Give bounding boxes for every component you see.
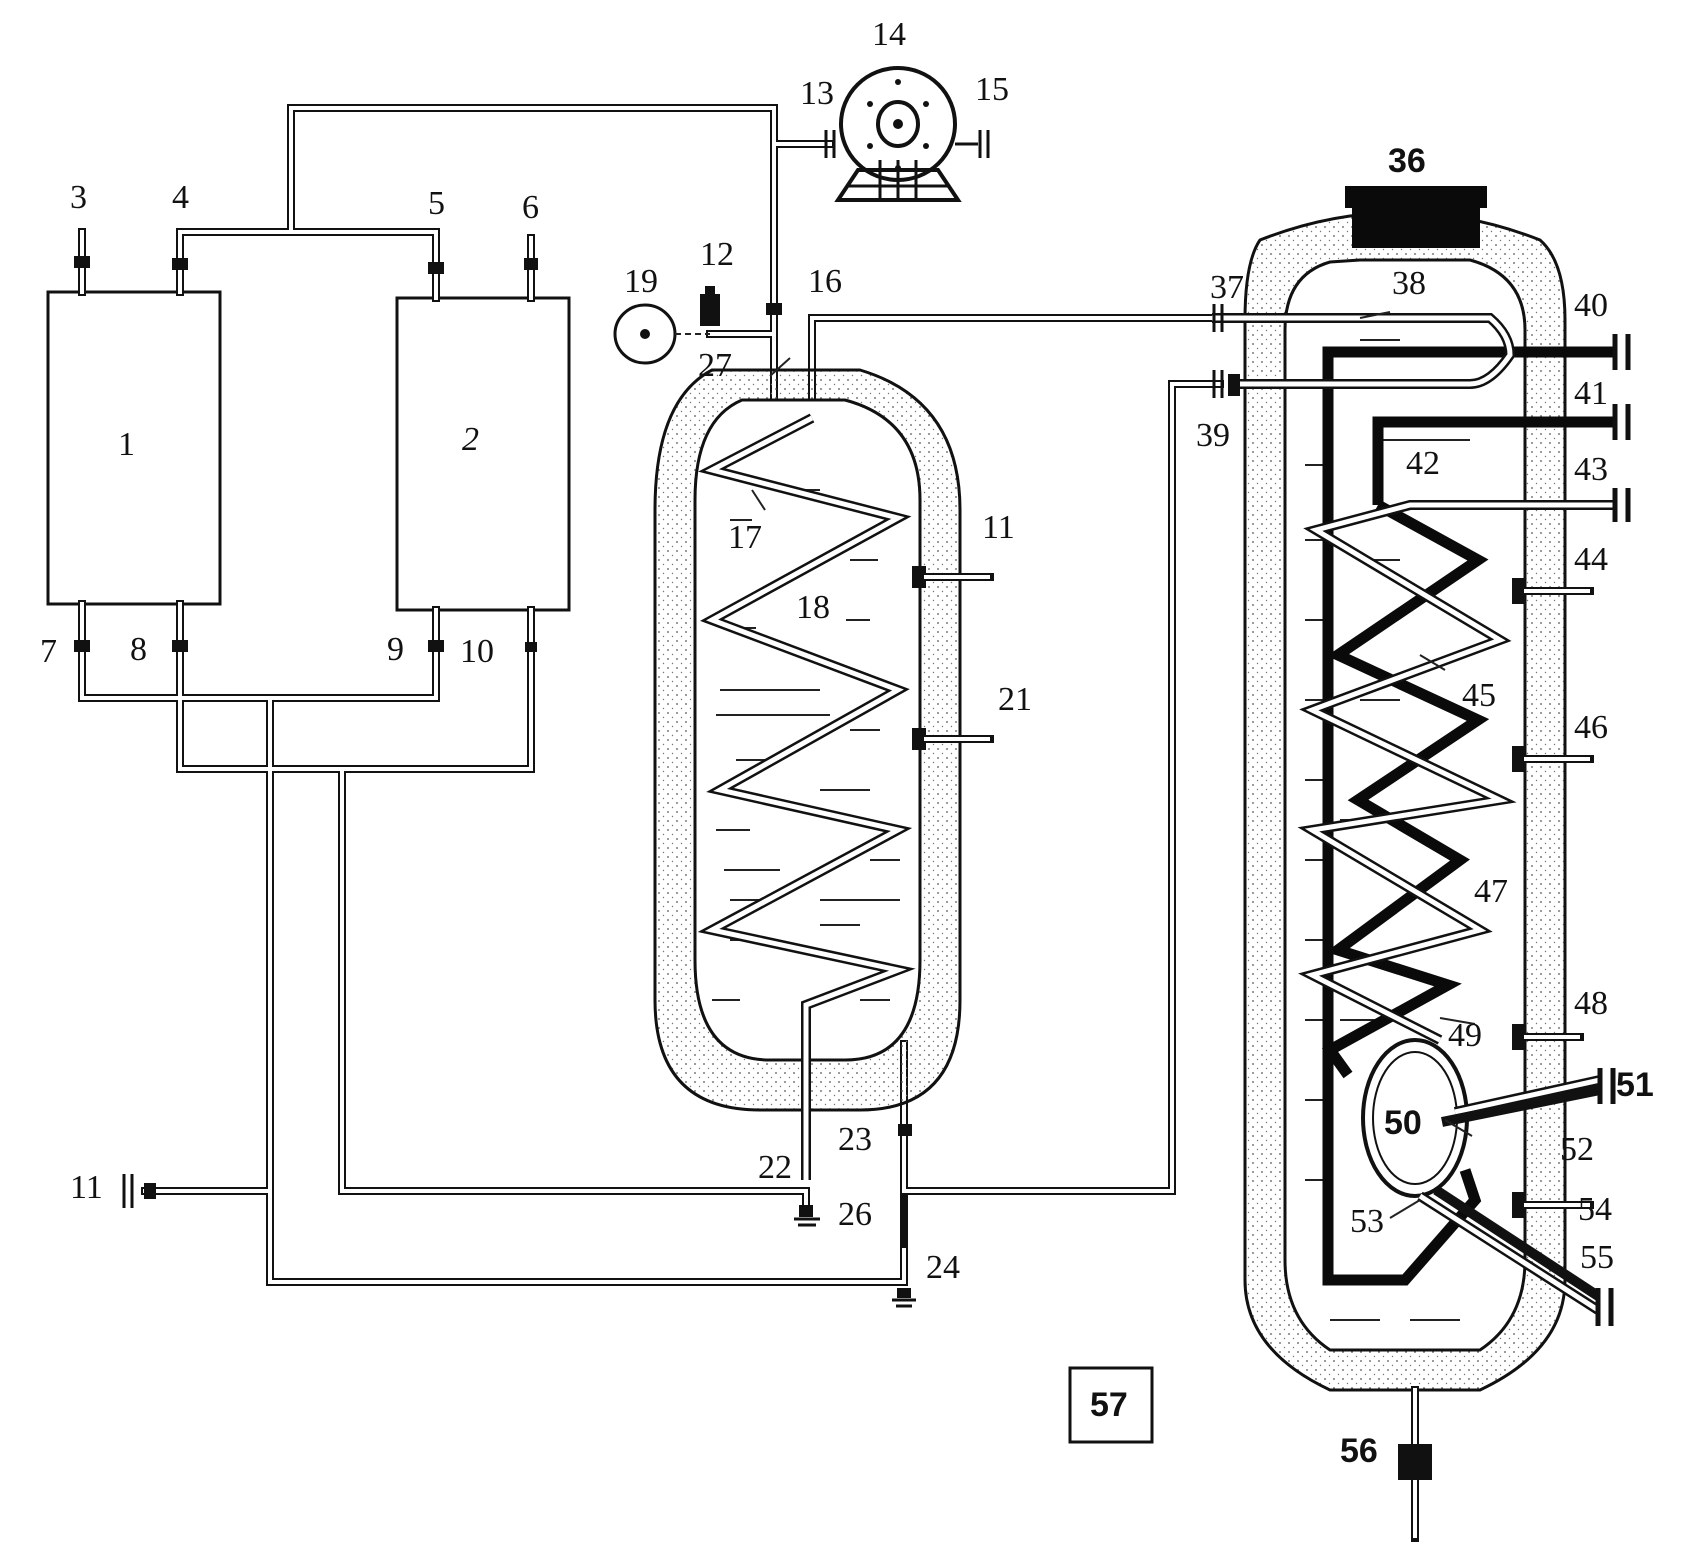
- drain-26: [794, 1217, 820, 1227]
- label-27: 27: [698, 347, 732, 384]
- label-48: 48: [1574, 985, 1608, 1022]
- label-39: 39: [1196, 417, 1230, 454]
- label-1: 1: [118, 426, 135, 463]
- label-16: 16: [808, 263, 842, 300]
- reactor-loop-38: [1212, 304, 1516, 398]
- piping-network: [78, 104, 1224, 1286]
- label-45: 45: [1462, 677, 1496, 714]
- label-23: 23: [838, 1121, 872, 1158]
- label-51: 51: [1616, 1066, 1654, 1104]
- label-17: 17: [728, 519, 762, 556]
- label-50: 50: [1384, 1104, 1422, 1142]
- label-57: 57: [1090, 1386, 1128, 1424]
- label-2: 2: [462, 421, 479, 458]
- label-42: 42: [1406, 445, 1440, 482]
- label-52: 52: [1560, 1131, 1594, 1168]
- reactor-coil-45: [1297, 500, 1615, 1045]
- label-8: 8: [130, 631, 147, 668]
- drain-24: [892, 1298, 916, 1308]
- tank-2: [395, 296, 571, 612]
- heat-exchanger-coil: [697, 413, 916, 1180]
- label-21: 21: [998, 681, 1032, 718]
- label-38: 38: [1392, 265, 1426, 302]
- label-47: 47: [1474, 873, 1508, 910]
- label-49: 49: [1448, 1017, 1482, 1054]
- component-labels: 1 2 3 4 5 6 7 8 9 10 11 11 12 13 14 15 1…: [40, 16, 1654, 1470]
- label-44: 44: [1574, 541, 1608, 578]
- label-24: 24: [926, 1249, 960, 1286]
- label-5: 5: [428, 185, 445, 222]
- label-54: 54: [1578, 1191, 1612, 1228]
- legend-box-57: [1068, 1366, 1154, 1444]
- label-22: 22: [758, 1149, 792, 1186]
- label-43: 43: [1574, 451, 1608, 488]
- reactor-flanges: [1612, 334, 1631, 522]
- feed-line-55: [1417, 1185, 1614, 1326]
- heating-element-50: [1361, 1038, 1616, 1198]
- leader-lines: [751, 311, 1476, 1219]
- label-26: 26: [838, 1196, 872, 1233]
- valve-12: [700, 286, 720, 326]
- label-13: 13: [800, 75, 834, 112]
- label-37: 37: [1210, 269, 1244, 306]
- label-19: 19: [624, 263, 658, 300]
- label-9: 9: [387, 631, 404, 668]
- tank-1: [46, 290, 222, 606]
- reactor-side-sensors: [1512, 578, 1594, 1218]
- label-41: 41: [1574, 375, 1608, 412]
- label-55: 55: [1580, 1239, 1614, 1276]
- label-40: 40: [1574, 287, 1608, 324]
- label-3: 3: [70, 179, 87, 216]
- label-10: 10: [460, 633, 494, 670]
- heat-exchanger-ports: [912, 566, 994, 750]
- label-18: 18: [796, 589, 830, 626]
- label-46: 46: [1574, 709, 1608, 746]
- label-12: 12: [700, 236, 734, 273]
- label-53: 53: [1350, 1203, 1384, 1240]
- label-4: 4: [172, 179, 189, 216]
- label-7: 7: [40, 633, 57, 670]
- flange-11-inlet: [122, 1174, 156, 1208]
- pump-14: [824, 66, 990, 202]
- label-36: 36: [1388, 142, 1426, 180]
- label-14: 14: [872, 16, 906, 53]
- label-56: 56: [1340, 1432, 1378, 1470]
- valve-set: [74, 256, 912, 1298]
- label-11-inlet: 11: [70, 1169, 103, 1206]
- label-11-exchanger: 11: [982, 509, 1015, 546]
- pressure-gauge-19: [613, 303, 710, 365]
- reactor-outlet-56: [1398, 1386, 1432, 1542]
- label-6: 6: [522, 189, 539, 226]
- label-15: 15: [975, 71, 1009, 108]
